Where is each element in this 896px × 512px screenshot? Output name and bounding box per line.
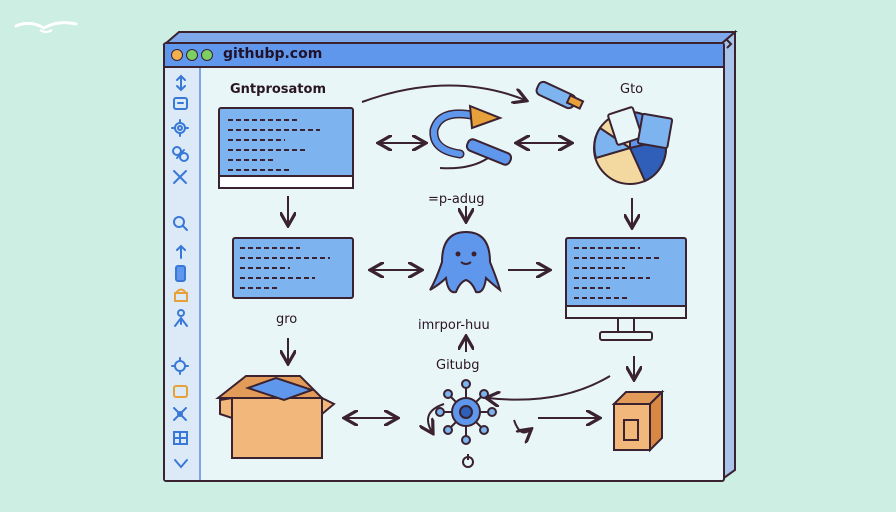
maximize-dot[interactable] xyxy=(201,49,213,61)
label-middle-left: gro xyxy=(276,312,298,327)
code-panel-top-left xyxy=(218,107,354,189)
refresh-arrow-icon xyxy=(429,104,513,170)
code-panel-middle-left xyxy=(232,237,354,299)
label-bottom-center: Gitubg xyxy=(436,358,480,373)
pie-chart-icon xyxy=(593,106,674,185)
hub-icon xyxy=(435,379,497,468)
closed-box-icon xyxy=(611,389,665,453)
connector-arrows xyxy=(288,84,634,432)
label-middle-center: imrpor-huu xyxy=(418,318,490,333)
label-top-left: Gntprosatom xyxy=(230,82,326,97)
bird-icon xyxy=(14,21,78,33)
minimize-dot[interactable] xyxy=(186,49,198,61)
monitor-icon xyxy=(565,237,687,341)
label-top-right: Gto xyxy=(620,82,644,97)
close-dot[interactable] xyxy=(171,49,183,61)
open-box-icon xyxy=(215,375,336,459)
octopus-icon xyxy=(429,230,502,294)
tube-icon xyxy=(535,80,585,110)
title-bar: githubp.com xyxy=(165,44,723,68)
label-middle-top: =p-adug xyxy=(428,192,485,207)
url-text[interactable]: githubp.com xyxy=(223,46,323,62)
